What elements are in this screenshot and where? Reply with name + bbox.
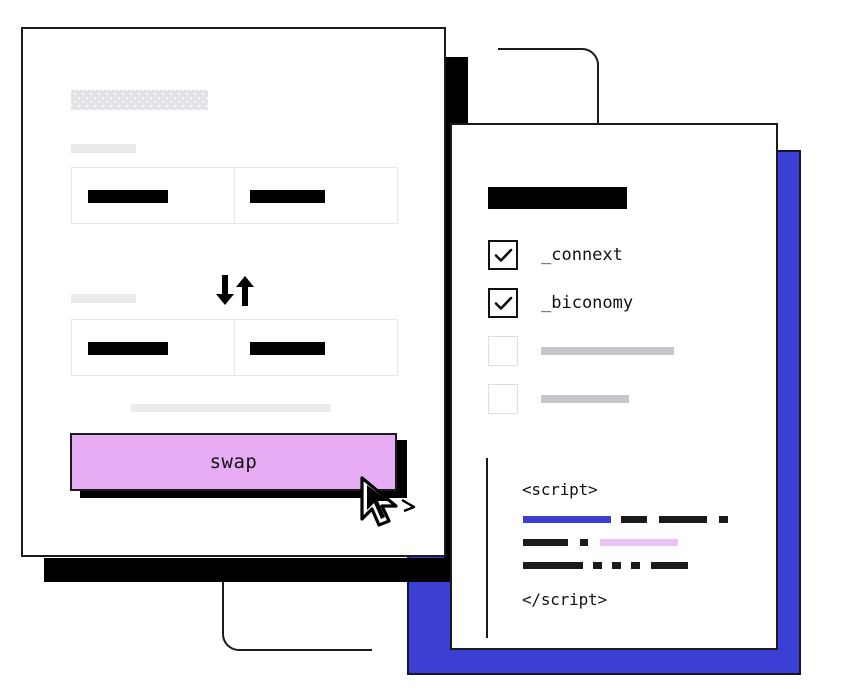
to-token-value-placeholder [250, 342, 325, 355]
code-segment [631, 562, 640, 569]
to-label-placeholder [71, 294, 136, 303]
code-gap [583, 562, 593, 569]
down-up-arrows-icon[interactable] [211, 272, 261, 310]
rounded-elbow-connector-top [498, 48, 610, 158]
code-segment [621, 516, 647, 523]
from-field-row[interactable] [71, 167, 398, 224]
code-segment [523, 562, 583, 569]
swap-card-shadow-bottom [44, 558, 468, 582]
script-close-tag: </script> [522, 590, 607, 609]
to-amount-field[interactable] [72, 320, 234, 375]
rounded-elbow-connector-bottom [222, 560, 372, 655]
to-token-field[interactable] [234, 320, 397, 375]
swap-summary-placeholder [131, 404, 331, 412]
checkmark-icon [494, 296, 512, 310]
code-line [523, 516, 728, 523]
code-gap [568, 539, 580, 546]
checkbox-unchecked[interactable] [488, 336, 518, 366]
integration-option-label: _biconomy [541, 293, 634, 313]
to-field-row[interactable] [71, 319, 398, 376]
code-segment [600, 539, 678, 546]
integrations-title-placeholder [488, 187, 627, 209]
integration-option-row[interactable]: _biconomy [488, 288, 633, 318]
code-line [523, 562, 688, 569]
to-amount-value-placeholder [88, 342, 168, 355]
swap-card: swap [21, 27, 446, 557]
code-gap [611, 516, 621, 523]
script-open-tag: <script> [522, 480, 598, 499]
from-label-placeholder [71, 144, 136, 153]
integration-option-label-placeholder [541, 347, 674, 355]
code-line [523, 539, 678, 546]
checkbox-unchecked[interactable] [488, 384, 518, 414]
code-gap [588, 539, 600, 546]
integration-option-label-placeholder [541, 395, 629, 403]
code-gap [707, 516, 719, 523]
integration-option-row[interactable] [488, 336, 674, 366]
checkmark-icon [494, 248, 512, 262]
code-segment [719, 516, 728, 523]
from-amount-field[interactable] [72, 168, 234, 223]
code-segment [593, 562, 602, 569]
from-token-field[interactable] [234, 168, 397, 223]
mouse-pointer-cursor-icon [358, 476, 420, 528]
swap-button[interactable]: swap [70, 433, 397, 491]
code-segment [523, 539, 568, 546]
code-gap [647, 516, 659, 523]
code-gap [640, 562, 651, 569]
integration-option-label: _connext [541, 245, 623, 265]
from-amount-value-placeholder [88, 190, 168, 203]
swap-button-label: swap [209, 451, 258, 473]
code-block-divider [486, 458, 488, 638]
code-segment [651, 562, 688, 569]
code-segment [580, 539, 588, 546]
integration-option-row[interactable]: _connext [488, 240, 623, 270]
checkbox-biconomy[interactable] [488, 288, 518, 318]
integration-option-row[interactable] [488, 384, 629, 414]
code-segment [612, 562, 621, 569]
code-gap [602, 562, 612, 569]
swap-card-heading-placeholder [71, 90, 208, 110]
code-segment [523, 516, 611, 523]
from-token-value-placeholder [250, 190, 325, 203]
integrations-card: _connext _biconomy <script> </script> [450, 123, 778, 650]
code-segment [659, 516, 707, 523]
checkbox-connext[interactable] [488, 240, 518, 270]
code-gap [621, 562, 631, 569]
